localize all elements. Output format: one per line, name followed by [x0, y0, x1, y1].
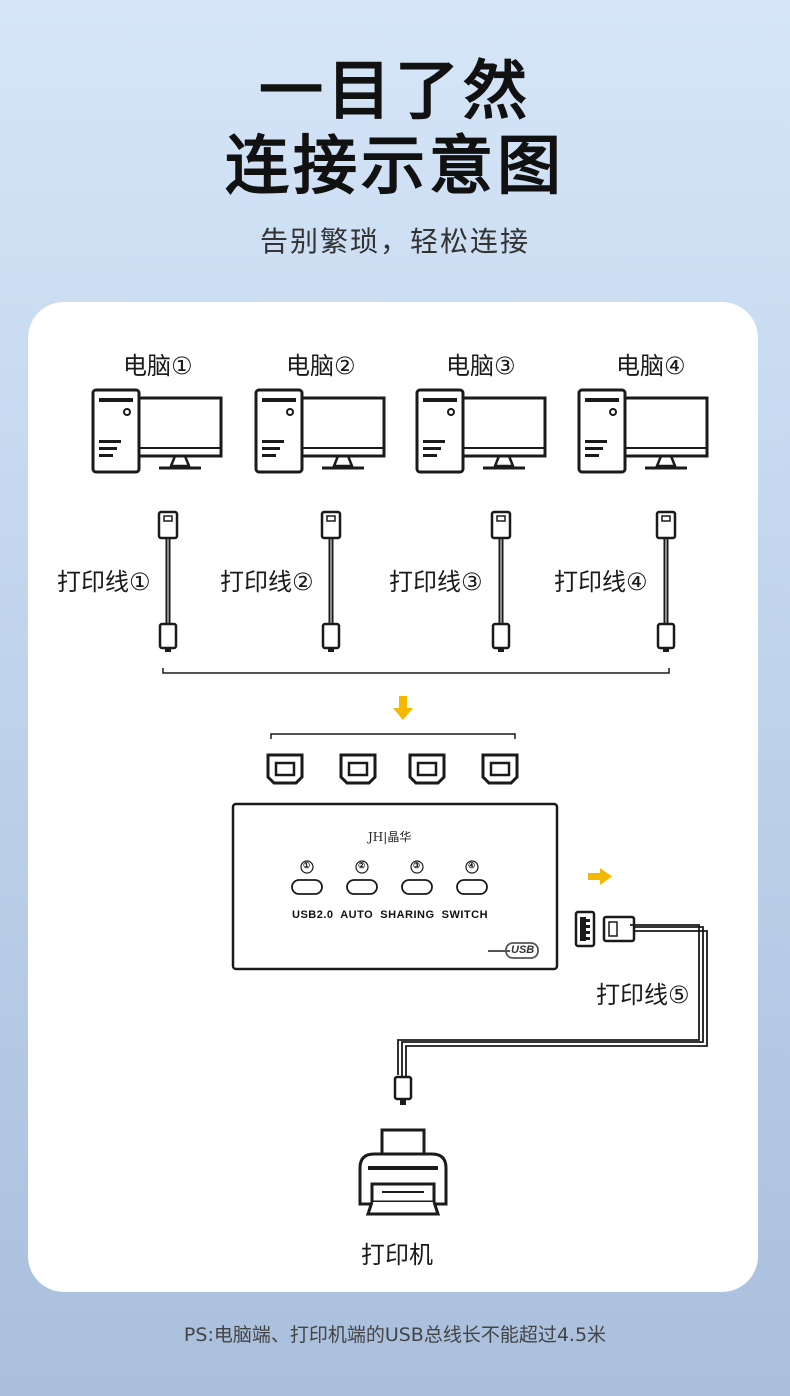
- cable-label-2: 打印线②: [220, 568, 314, 596]
- title-line-1: 一目了然: [259, 55, 531, 129]
- usb-logo-icon: [488, 942, 539, 959]
- cable-group-bracket: [162, 668, 670, 674]
- computer-icon-2: [254, 388, 386, 474]
- usb-a-port-icon: [574, 910, 596, 948]
- computer-label-2: 电脑②: [286, 352, 356, 380]
- cable-label-5: 打印线⑤: [596, 981, 690, 1009]
- usb-cable-icon-1: [157, 510, 179, 652]
- usb-b-port-icon-1: [266, 753, 304, 785]
- switch-port-number-2: ②: [358, 861, 366, 870]
- usb-b-port-icon-3: [408, 753, 446, 785]
- switch-port-number-1: ①: [303, 861, 311, 870]
- usb-b-port-icon-4: [481, 753, 519, 785]
- switch-brand: JH|晶华: [368, 830, 412, 844]
- cable-label-3: 打印线③: [389, 568, 483, 596]
- usb-cable-icon-5: [393, 915, 708, 1105]
- computer-icon-1: [91, 388, 223, 474]
- switch-usb-logo-text: USB: [511, 944, 535, 956]
- footer-note: PS:电脑端、打印机端的USB总线长不能超过4.5米: [183, 1324, 607, 1346]
- computer-icon-4: [577, 388, 709, 474]
- switch-port-number-3: ③: [413, 861, 421, 870]
- printer-label: 打印机: [361, 1241, 433, 1269]
- title-line-2: 连接示意图: [225, 130, 565, 204]
- switch-box: [231, 802, 559, 971]
- arrow-right-icon: [588, 868, 612, 885]
- arrow-down-icon: [393, 696, 413, 720]
- cable-label-4: 打印线④: [554, 568, 648, 596]
- printer-icon: [358, 1128, 448, 1216]
- switch-port-indicators: [291, 860, 488, 895]
- usb-cable-icon-2: [320, 510, 342, 652]
- usb-b-port-icon-2: [339, 753, 377, 785]
- computer-label-4: 电脑④: [616, 352, 686, 380]
- port-group-bracket: [270, 733, 516, 739]
- usb-cable-icon-4: [655, 510, 677, 652]
- computer-label-1: 电脑①: [123, 352, 193, 380]
- computer-icon-3: [415, 388, 547, 474]
- computer-label-3: 电脑③: [446, 352, 516, 380]
- switch-port-number-4: ④: [468, 861, 476, 870]
- switch-caption: USB2.0 AUTO SHARING SWITCH: [292, 909, 489, 921]
- cable-label-1: 打印线①: [57, 568, 151, 596]
- usb-cable-icon-3: [490, 510, 512, 652]
- subtitle: 告别繁琐，轻松连接: [259, 225, 530, 258]
- diagram-card: [28, 302, 758, 1292]
